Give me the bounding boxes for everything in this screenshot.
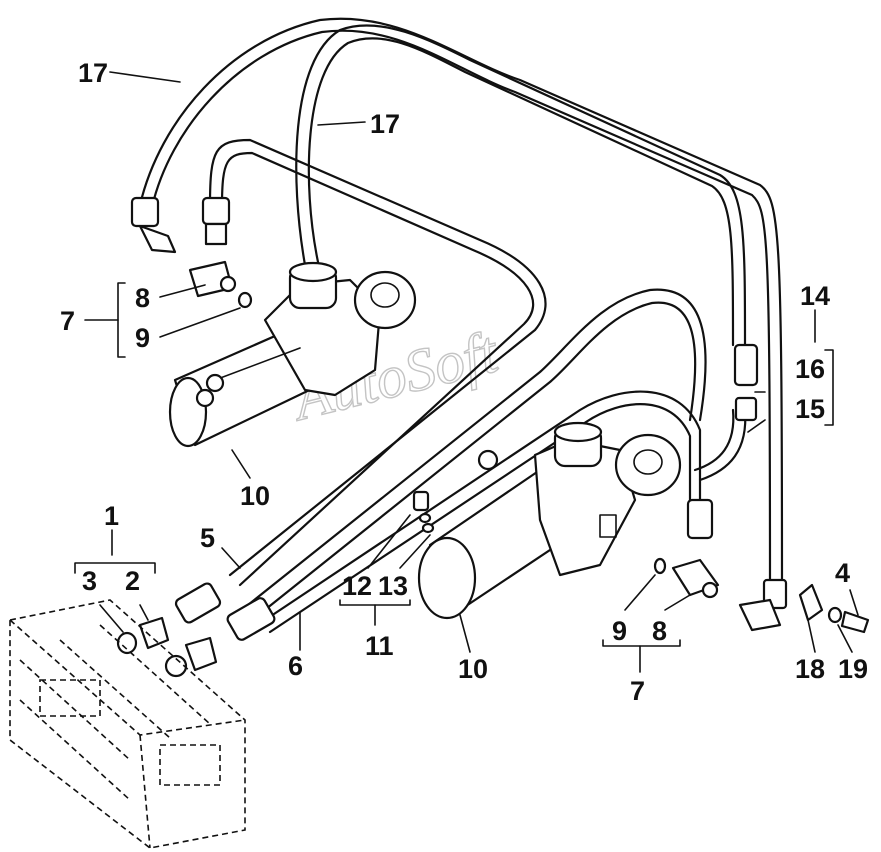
callout-16: 16: [795, 354, 825, 384]
callout-15: 15: [795, 394, 825, 424]
callout-17-center: 17: [370, 109, 400, 139]
callout-9-upper: 9: [135, 323, 150, 353]
callout-12: 12: [342, 571, 372, 601]
fitting-12-13: [412, 490, 435, 534]
callouts: 17 17 8 9 7 10 1 3 2 5 6 12 13 11 10 14 …: [60, 58, 868, 706]
fitting-2-3: [116, 616, 218, 678]
callout-7-lower: 7: [630, 676, 645, 706]
callout-18: 18: [795, 654, 825, 684]
fitting-8-upper: [188, 260, 253, 309]
fitting-8-lower: [653, 557, 720, 599]
callout-9-lower: 9: [612, 616, 627, 646]
callout-19: 19: [838, 654, 868, 684]
hose-6: [263, 390, 702, 634]
cylinder-lower: [417, 421, 682, 620]
callout-10-lower: 10: [458, 654, 488, 684]
callout-8-lower: 8: [652, 616, 667, 646]
callout-1: 1: [104, 501, 119, 531]
callout-5: 5: [200, 523, 215, 553]
hose-17-left: [138, 17, 784, 602]
callout-11: 11: [365, 631, 394, 661]
callout-17-left: 17: [78, 58, 108, 88]
cylinder-upper: [168, 261, 417, 448]
hose-15: [693, 408, 747, 482]
callout-2: 2: [125, 566, 140, 596]
hose-5: [246, 288, 707, 619]
callout-8-upper: 8: [135, 283, 150, 313]
callout-3: 3: [82, 566, 97, 596]
hose-17-center: [295, 24, 747, 347]
callout-13: 13: [378, 571, 408, 601]
hose-fittings: [130, 196, 788, 641]
leader-lines: [74, 71, 859, 673]
hose-upper-left: [208, 138, 547, 587]
callout-6: 6: [288, 651, 303, 681]
control-valve-block: [9, 599, 246, 849]
callout-10-upper: 10: [240, 481, 270, 511]
callout-14: 14: [800, 281, 830, 311]
callout-4: 4: [835, 558, 850, 588]
bolt-bracket-group: [798, 583, 870, 634]
callout-7-upper: 7: [60, 306, 75, 336]
